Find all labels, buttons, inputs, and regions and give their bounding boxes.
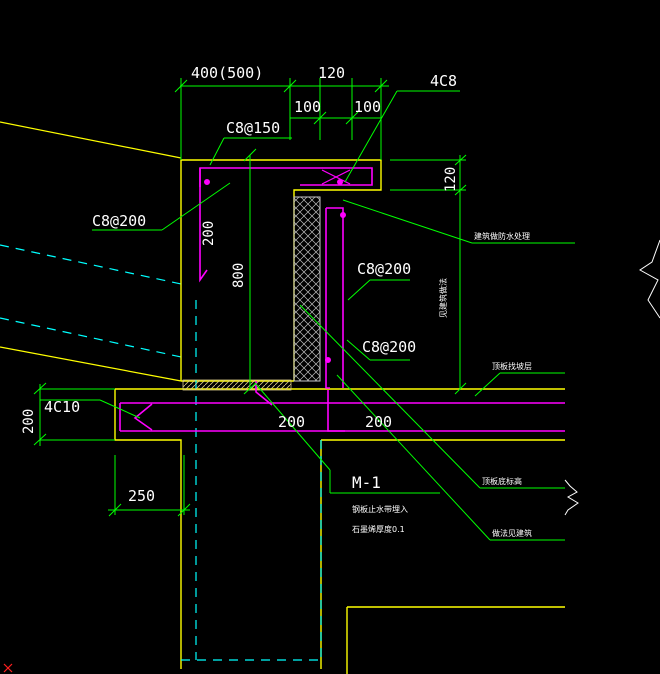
insulation-block: [293, 196, 321, 382]
rebar-cross-mark: [321, 169, 351, 185]
hidden-slope-lines: [0, 244, 182, 358]
rebar-c8-150: C8@150: [226, 119, 280, 137]
mark-m1: M-1: [352, 473, 381, 492]
note-slab-bottom: 顶板底标高: [482, 476, 522, 486]
note-m1-line-b: 石墨烯厚度0.1: [352, 524, 405, 534]
note-waterproof: 建筑做防水处理: [474, 231, 530, 241]
waterstop-strip: [182, 379, 292, 391]
break-marks: [564, 239, 660, 516]
note-slab-top: 顶板找坡层: [492, 361, 532, 371]
rebar-c8-200-mid: C8@200: [357, 260, 411, 278]
dim-400-500: 400(500): [191, 64, 263, 82]
note-vertical: 见建筑做法: [438, 278, 448, 318]
dim-800-vertical: 800: [231, 263, 247, 288]
origin-mark: [3, 663, 13, 673]
rebar-4c8: 4C8: [430, 72, 457, 90]
dim-120-top: 120: [318, 64, 345, 82]
dim-100-a: 100: [294, 98, 321, 116]
dim-200-slab-a: 200: [278, 413, 305, 431]
rebar-c8-200-low: C8@200: [362, 338, 416, 356]
dim-200-slab-b: 200: [365, 413, 392, 431]
dim-100-b: 100: [354, 98, 381, 116]
rebar-4c10: 4C10: [44, 398, 80, 416]
note-insulation: 做法见建筑: [492, 528, 532, 538]
rebar: [119, 167, 565, 432]
note-m1-line-a: 钢板止水带埋入: [352, 504, 408, 514]
dimension-lines: [33, 78, 575, 541]
dim-200-left: 200: [21, 409, 37, 434]
dim-200-vertical: 200: [201, 221, 217, 246]
rebar-c8-200-left: C8@200: [92, 212, 146, 230]
hidden-lines: [181, 300, 322, 661]
dim-120-right: 120: [443, 167, 459, 192]
dim-250: 250: [128, 487, 155, 505]
slope-lines: [0, 121, 182, 382]
